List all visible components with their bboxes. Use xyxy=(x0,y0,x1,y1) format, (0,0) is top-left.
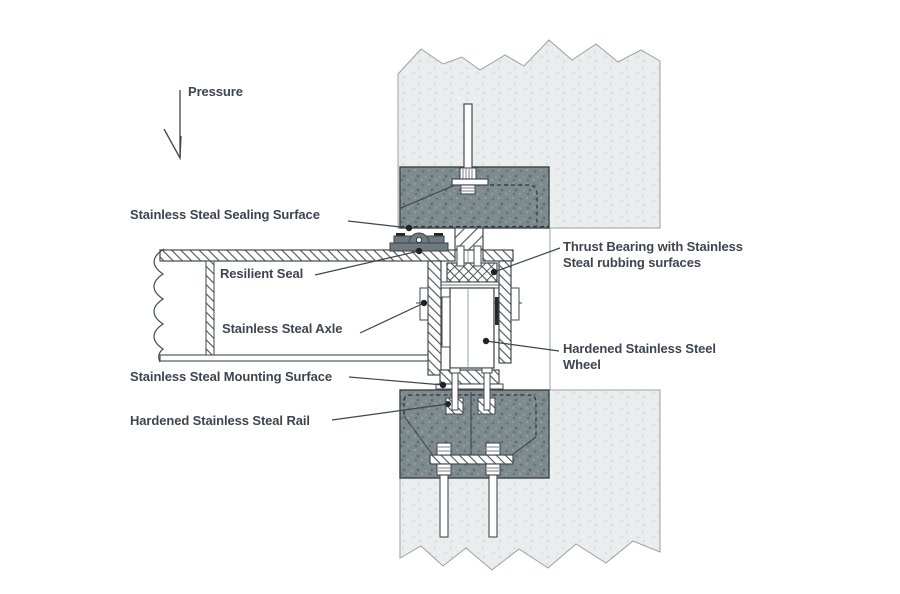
dot-mounting-surface xyxy=(439,381,447,389)
gate-bottom-plate xyxy=(159,354,429,362)
anchor-bolt-top xyxy=(451,103,489,195)
gate-top-plate-right xyxy=(482,249,514,262)
top-concrete-block xyxy=(397,39,661,229)
leader-axle xyxy=(359,302,425,334)
mounting-bolt-left xyxy=(449,367,461,411)
rail-mounting xyxy=(435,367,504,415)
frame-inner-dashed xyxy=(455,184,538,226)
dot-axle xyxy=(420,299,428,307)
bottom-concrete-outline xyxy=(399,389,661,571)
gate-stiffener xyxy=(205,260,215,356)
leader-lines xyxy=(314,220,561,421)
leader-thrust-bearing xyxy=(493,247,561,273)
gate-break-line xyxy=(153,248,165,363)
rail-inner-dashed xyxy=(403,394,537,436)
mounting-base-plate xyxy=(435,383,504,390)
dot-resilient-seal xyxy=(415,247,423,255)
stem-slot-right xyxy=(473,245,482,267)
label-pressure: Pressure xyxy=(188,84,243,99)
rail-chamfer-left xyxy=(403,415,433,455)
rail-anchor-bar xyxy=(429,442,514,538)
axle-keeper-right xyxy=(510,287,520,321)
pressure-arrow-icon xyxy=(163,90,182,161)
label-sealing-surface: Stainless Steal Sealing Surface xyxy=(130,207,320,222)
label-thrust-bearing-line1: Thrust Bearing with Stainless xyxy=(563,239,743,254)
label-wheel-line1: Hardened Stainless Steel xyxy=(563,341,716,356)
label-mounting-surface: Stainless Steal Mounting Surface xyxy=(130,369,332,384)
label-thrust-bearing-line2: Steal rubbing surfaces xyxy=(563,255,701,270)
label-thrust-bearing: Thrust Bearing with Stainless Steal rubb… xyxy=(563,239,743,271)
leader-mounting-surface xyxy=(348,376,444,386)
wheel-assembly xyxy=(416,227,522,376)
axle-bush-left xyxy=(441,296,451,348)
rail-anchor-bolt-right xyxy=(485,442,501,538)
gate-leaf xyxy=(153,248,514,363)
hanger-post-left xyxy=(427,260,442,376)
bearing-stem-column xyxy=(454,227,484,251)
dot-sealing-surface xyxy=(405,224,413,232)
mounting-bolt-right xyxy=(481,367,493,411)
rail-embed-block xyxy=(399,389,550,479)
thrust-bearing-block xyxy=(446,262,498,283)
rail-anchor-bolt-left xyxy=(436,442,452,538)
hanger-post-right xyxy=(498,260,512,364)
leader-sealing-surface xyxy=(347,220,410,229)
leader-wheel xyxy=(485,340,560,352)
label-rail: Hardened Stainless Steal Rail xyxy=(130,413,310,428)
wheel-body xyxy=(449,287,495,369)
seal-bulb-hole xyxy=(415,236,422,243)
axle-bush-right-dark xyxy=(495,297,501,325)
bottom-concrete-block xyxy=(399,389,661,571)
gate-top-plate xyxy=(159,249,456,262)
label-axle: Stainless Steal Axle xyxy=(222,321,343,336)
stem-slot-left xyxy=(456,245,465,267)
label-resilient-seal: Resilient Seal xyxy=(220,266,304,281)
rail-chamfer-right xyxy=(511,436,537,456)
leader-resilient-seal xyxy=(314,250,420,276)
frame-chamfer-line xyxy=(400,184,456,209)
leader-rail xyxy=(331,403,449,421)
dot-rail xyxy=(445,401,451,407)
label-wheel-line2: Wheel xyxy=(563,357,601,372)
label-wheel: Hardened Stainless Steel Wheel xyxy=(563,341,716,373)
dot-thrust-bearing xyxy=(490,268,498,276)
dot-wheel xyxy=(482,337,490,345)
leader-dots xyxy=(405,224,498,407)
